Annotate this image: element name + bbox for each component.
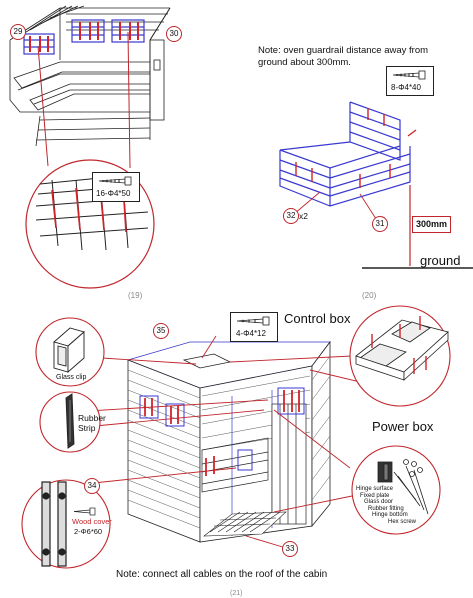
power-box-label: Power box [372, 419, 434, 434]
callout-32: 32 [283, 208, 299, 224]
callout-30: 30 [166, 26, 182, 42]
hinge-label: Rubber fitting [368, 505, 404, 512]
rubber-strip-label-1: Rubber [78, 413, 106, 423]
sauna-cabin-assembly-illustration [21, 305, 451, 569]
callout-32-quantity: x2 [299, 211, 308, 221]
screw-icon [392, 70, 426, 80]
screw-spec-box-4: 4-Φ4*12 [230, 312, 278, 342]
screw-icon [236, 316, 270, 326]
hinge-label: Glass door [364, 499, 394, 506]
note-guardrail-line1: Note: oven guardrail distance away from [258, 45, 429, 56]
screw-spec-label: 4-Φ4*12 [236, 329, 266, 338]
oven-guardrail-illustration [279, 101, 473, 269]
callout-33: 33 [282, 541, 298, 557]
screw-spec-label: 16-Φ4*50 [96, 189, 131, 198]
hinge-label: Hex screw [388, 518, 417, 525]
screw-spec-box-8: 8-Φ4*40 [386, 66, 434, 96]
hinge-label: Hinge bottom [372, 512, 408, 519]
screw-spec-label: 8-Φ4*40 [391, 83, 421, 92]
screw-icon [98, 176, 132, 186]
ground-label: ground [420, 253, 461, 268]
control-box-label: Control box [284, 311, 351, 326]
wood-cover-label: Wood cover [72, 517, 112, 526]
screw-icon [73, 507, 96, 516]
callout-34: 34 [84, 478, 100, 494]
figure-number-19: (19) [128, 291, 143, 300]
glass-clip-label: Glass clip [56, 374, 87, 381]
distance-300mm-label: 300mm [412, 216, 452, 233]
hinge-label-list: Hinge surface Fixed plate Glass door Rub… [356, 486, 416, 526]
callout-35: 35 [153, 323, 169, 339]
hinge-label: Fixed plate [360, 492, 390, 499]
callout-31: 31 [372, 216, 388, 232]
callout-29: 29 [10, 24, 26, 40]
figure-number-21: (21) [230, 590, 243, 597]
screw-spec-box-16: 16-Φ4*50 [92, 172, 140, 202]
note-guardrail-line2: ground about 300mm. [258, 57, 351, 68]
wood-cover-screw-spec: 2-Φ6*60 [74, 527, 103, 536]
rubber-strip-label-2: Strip [78, 423, 96, 433]
cable-note: Note: connect all cables on the roof of … [116, 569, 328, 580]
hinge-label: Hinge surface [356, 486, 394, 492]
figure-number-20: (20) [362, 291, 377, 300]
sauna-bench-corner-illustration [9, 5, 171, 289]
